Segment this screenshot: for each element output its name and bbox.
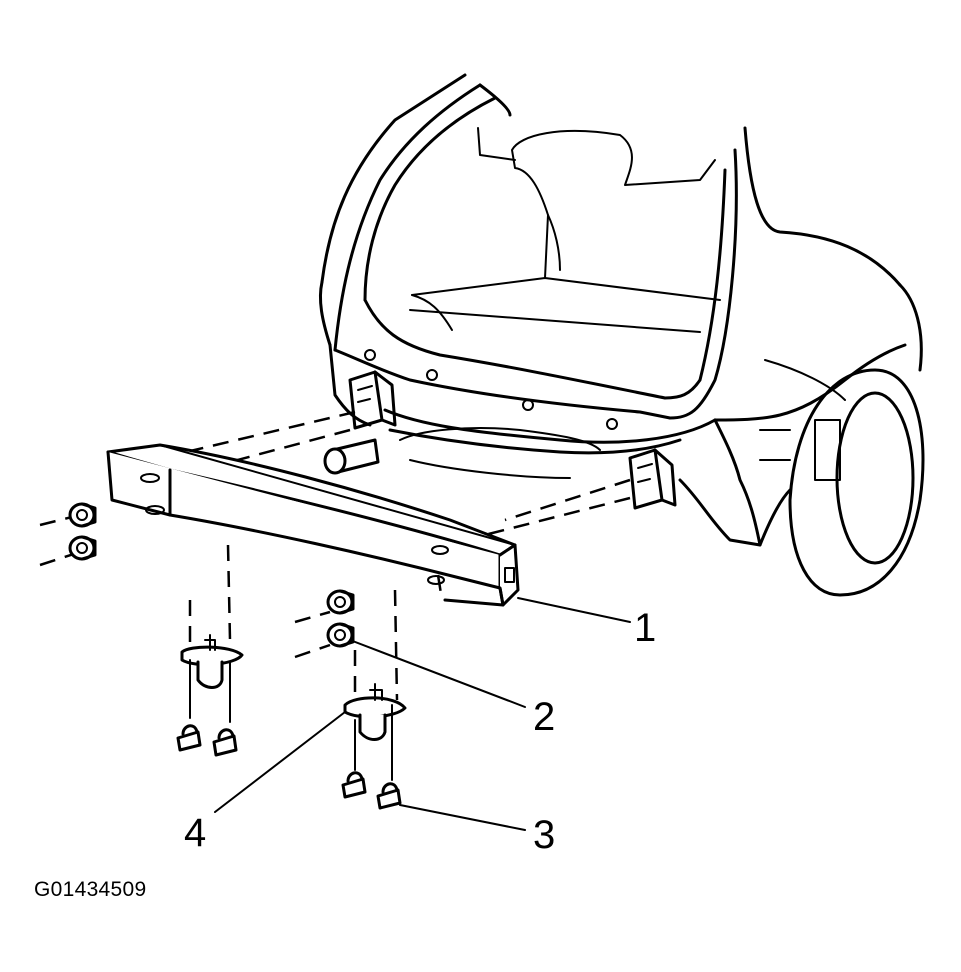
rear-wheel bbox=[759, 359, 925, 597]
fasteners-group bbox=[176, 659, 402, 810]
fastener-2 bbox=[212, 728, 238, 757]
nut-left-upper bbox=[68, 502, 97, 528]
retainer-left bbox=[180, 634, 244, 689]
nut-left-lower bbox=[68, 535, 97, 561]
callout-2: 2 bbox=[533, 695, 556, 739]
callout-4: 4 bbox=[184, 811, 207, 855]
callout-3: 3 bbox=[533, 813, 556, 857]
figure-id: G01434509 bbox=[34, 878, 147, 901]
leader-lines bbox=[214, 597, 631, 831]
fastener-3 bbox=[341, 771, 367, 799]
alignment-lines bbox=[39, 410, 631, 701]
nuts-group bbox=[68, 502, 355, 648]
vehicle-rear-body bbox=[318, 73, 923, 547]
callout-1: 1 bbox=[634, 606, 657, 650]
right-body-bracket bbox=[628, 448, 677, 510]
fastener-1 bbox=[176, 724, 202, 752]
impact-bar bbox=[106, 443, 520, 607]
retainer-right bbox=[343, 683, 407, 741]
nut-right-upper bbox=[326, 589, 355, 615]
retainers-group bbox=[180, 634, 407, 741]
nut-right-lower bbox=[326, 622, 355, 648]
fastener-4 bbox=[376, 782, 402, 810]
